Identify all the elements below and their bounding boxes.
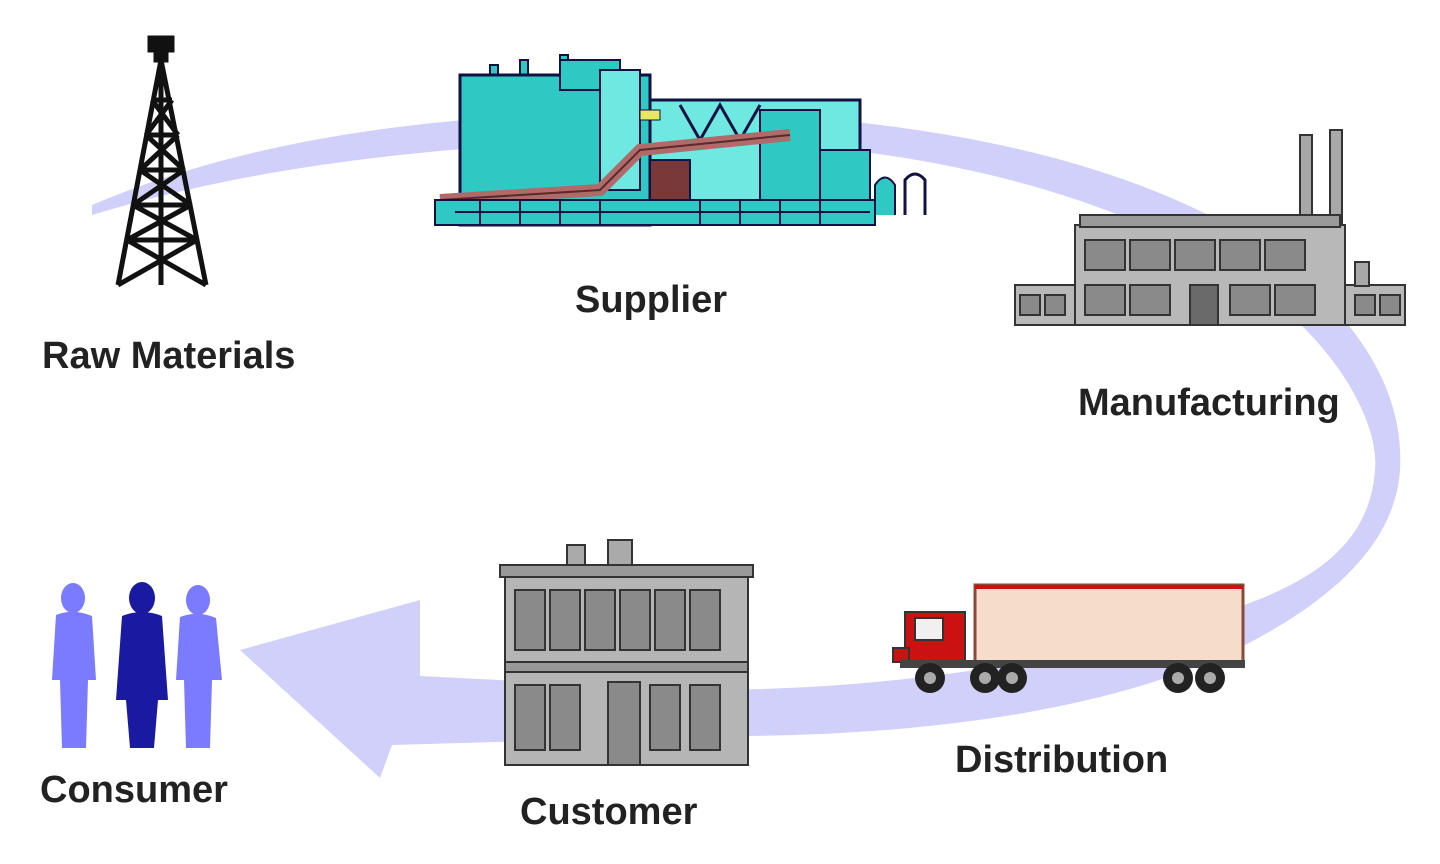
flow-arrow-band xyxy=(92,111,1401,779)
truck-icon xyxy=(892,583,1245,693)
label-manufacturing: Manufacturing xyxy=(1078,382,1340,424)
store-building-icon xyxy=(499,539,754,766)
label-raw-materials: Raw Materials xyxy=(42,335,295,377)
supplier-plant-icon xyxy=(434,54,927,227)
flow-arrow xyxy=(92,111,1401,779)
oil-derrick-icon xyxy=(115,35,209,288)
label-supplier: Supplier xyxy=(575,279,727,321)
person-right-icon xyxy=(176,585,222,748)
label-customer: Customer xyxy=(520,791,698,833)
factory-icon xyxy=(1014,129,1406,326)
people-icon xyxy=(52,582,222,748)
person-left-icon xyxy=(52,583,96,748)
person-center-icon xyxy=(116,582,168,748)
label-consumer: Consumer xyxy=(40,769,228,811)
label-distribution: Distribution xyxy=(955,739,1168,781)
